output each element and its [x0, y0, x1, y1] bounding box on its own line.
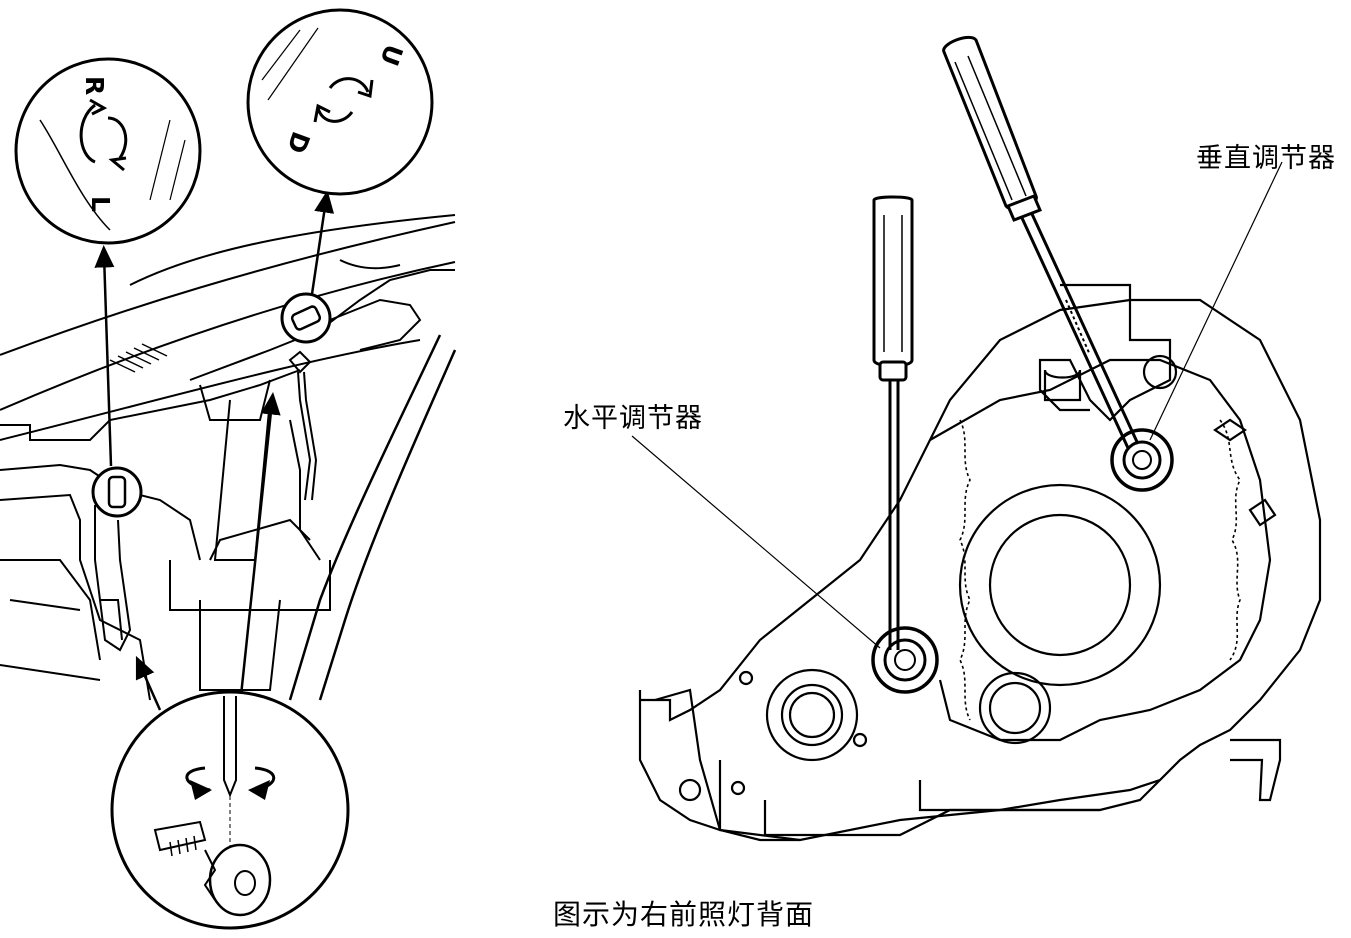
diagram-caption: 图示为右前照灯背面: [553, 898, 815, 931]
vertical-direction-dial: U D: [246, 8, 434, 196]
horizontal-direction-dial: R L: [14, 57, 202, 245]
vertical-screwdriver: [942, 35, 1140, 449]
horizontal-adjuster-label: 水平调节器: [563, 403, 703, 434]
rotate-arrow-icon: [79, 98, 128, 172]
dial-letter-l: L: [86, 196, 115, 212]
headlight-installed-view: [0, 190, 457, 711]
vertical-adjuster-label: 垂直调节器: [1196, 143, 1336, 174]
leader-lines: [631, 161, 1283, 649]
headlight-rear-view: [638, 283, 1322, 842]
dial-letter-r: R: [80, 76, 109, 95]
adjuster-screw-detail: [110, 690, 350, 930]
horizontal-screwdriver: [872, 195, 914, 650]
rotate-arrow-icon: [313, 77, 374, 123]
